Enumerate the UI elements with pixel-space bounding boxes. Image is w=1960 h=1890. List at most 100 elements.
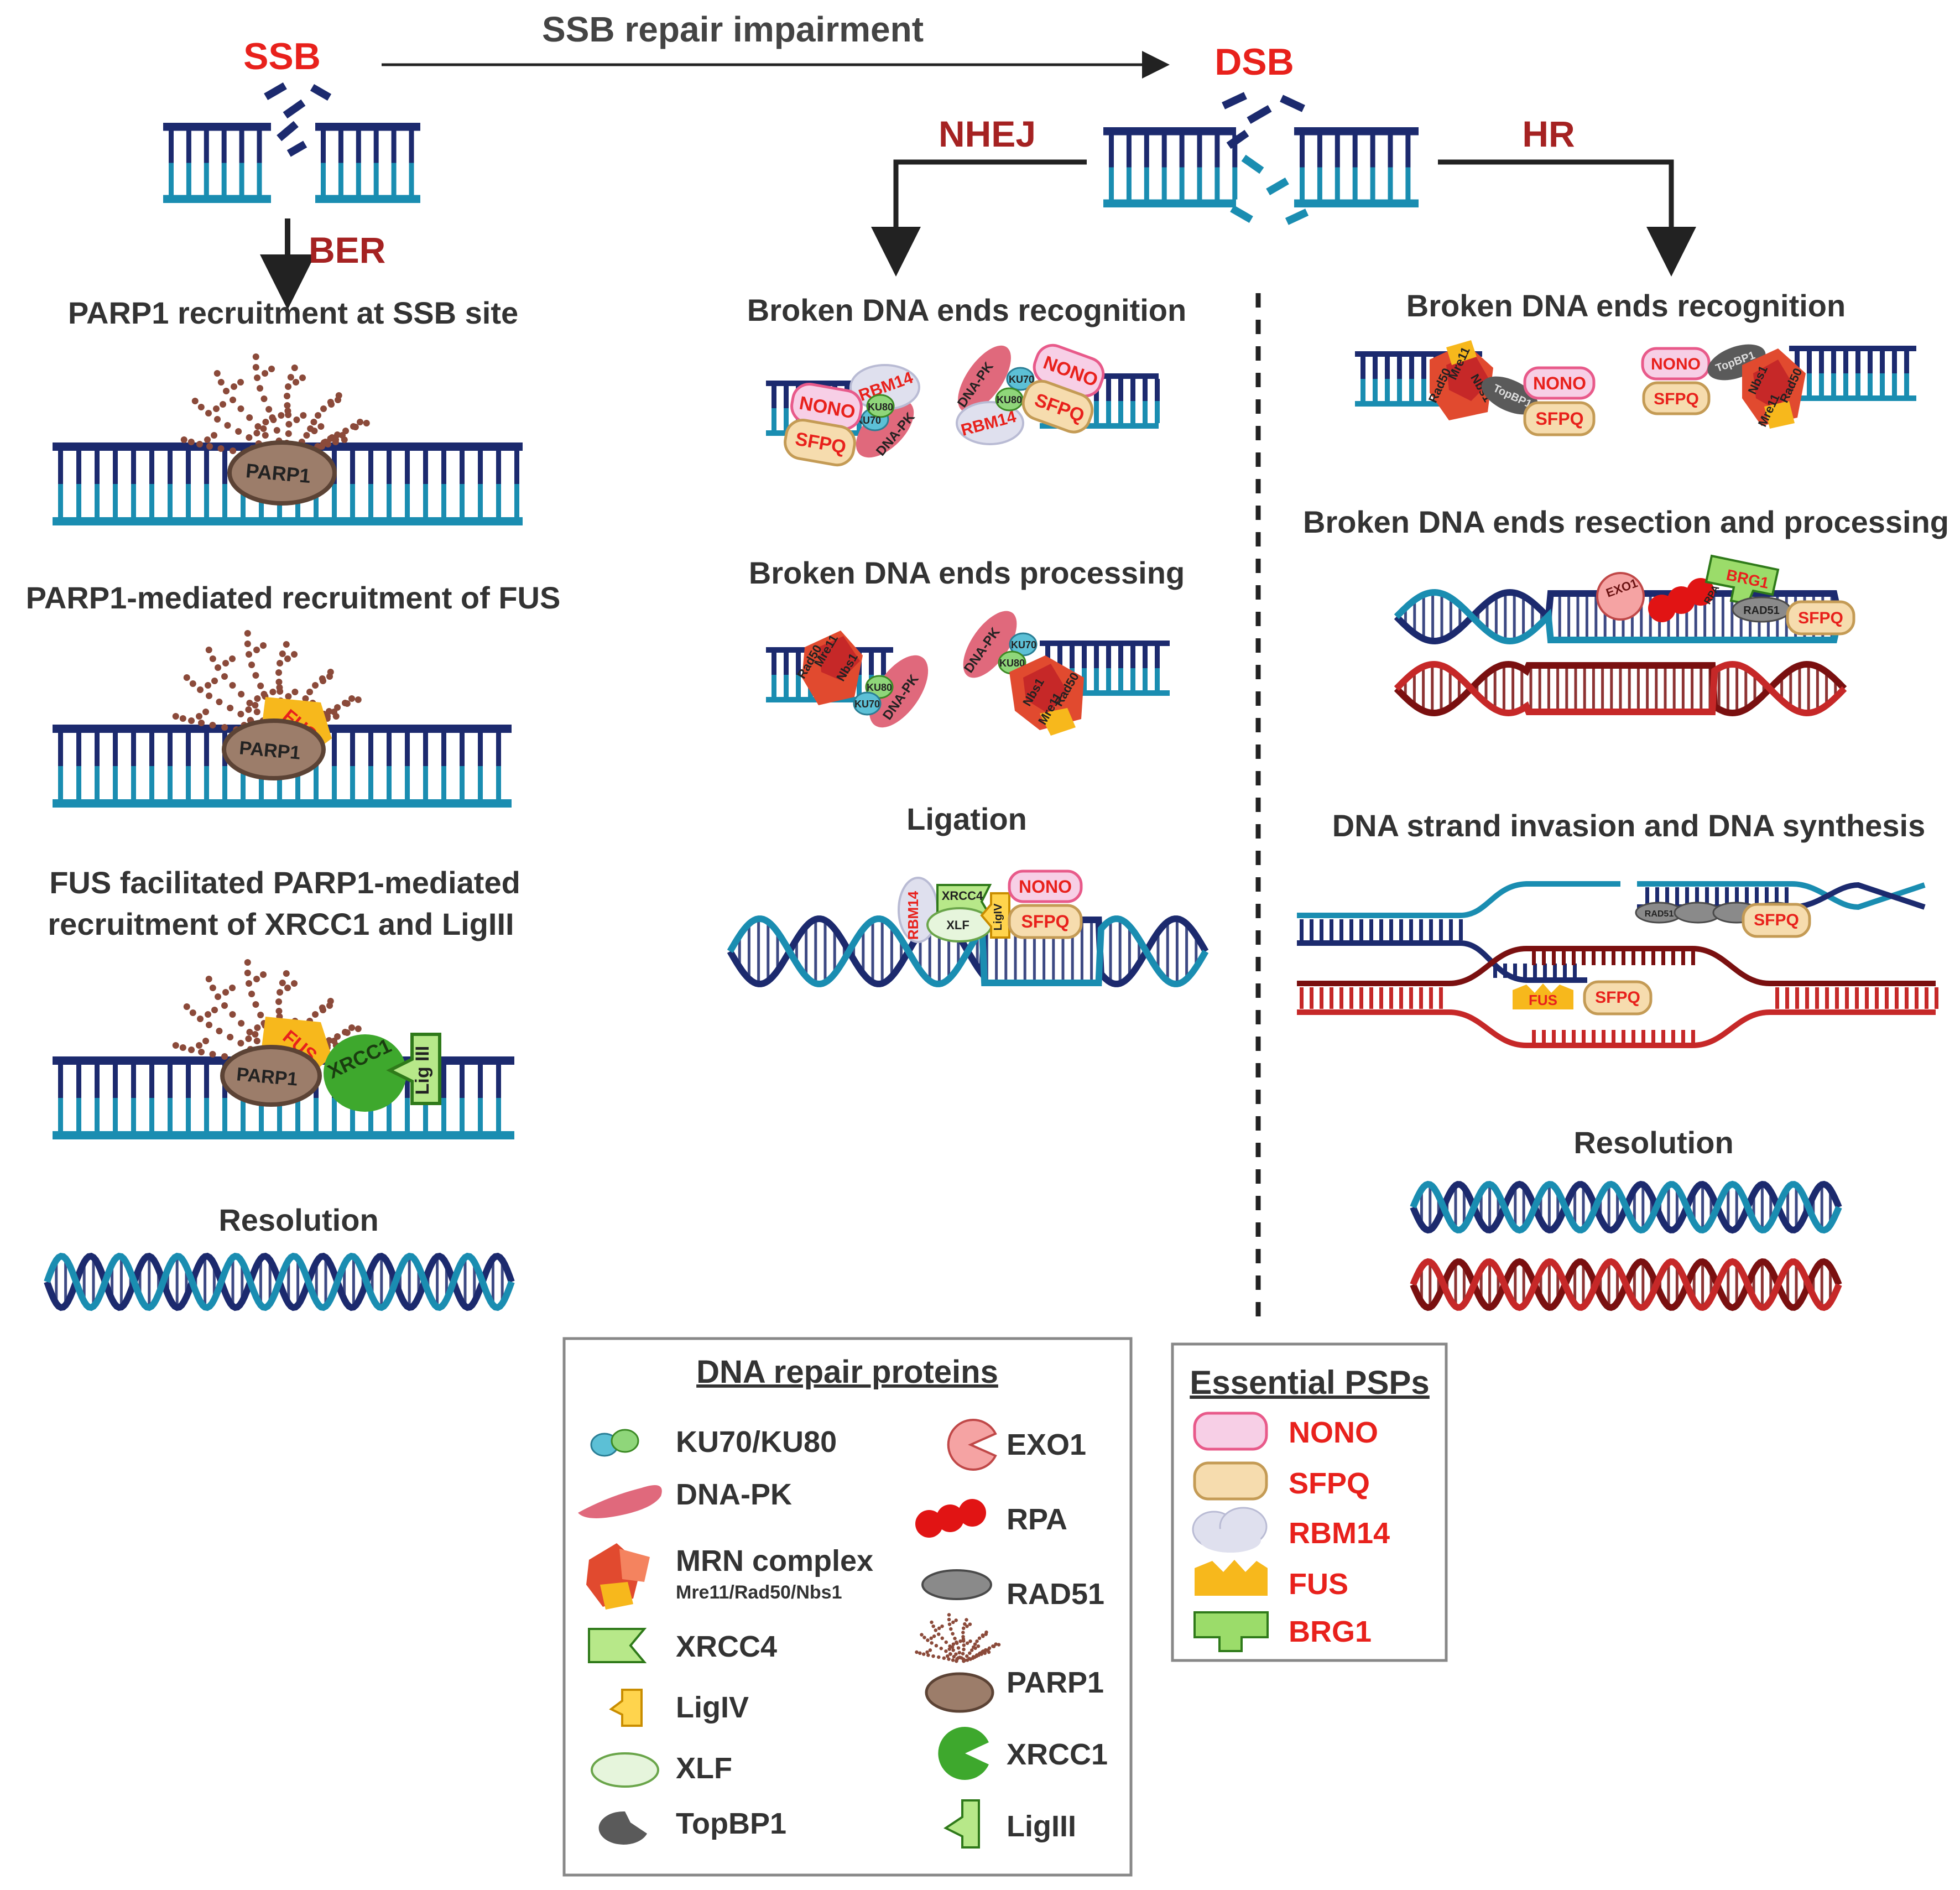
legend-psp-title: Essential PSPs xyxy=(1190,1364,1430,1401)
ber-resolution-helix xyxy=(44,1252,515,1311)
ku70-label: KU70 xyxy=(854,699,880,710)
legend-exo1: EXO1 xyxy=(1007,1428,1086,1461)
legend-rpa: RPA xyxy=(1007,1503,1067,1536)
legend-mrn: MRN complex xyxy=(676,1544,873,1577)
hr-arrow xyxy=(1438,159,1696,277)
parp1-icon-body xyxy=(925,1672,994,1713)
hr-step3-title: DNA strand invasion and DNA synthesis xyxy=(1332,808,1926,843)
ber-step3-parp1: PARP1 xyxy=(220,1045,322,1107)
hr-step1-right-dna xyxy=(1789,346,1916,401)
legend-parp1: PARP1 xyxy=(1007,1666,1104,1699)
ku70-label: KU70 xyxy=(856,415,881,426)
legend-fus: FUS xyxy=(1289,1568,1348,1601)
rbm14-label: RBM14 xyxy=(905,891,921,940)
legend-nono: NONO xyxy=(1289,1416,1378,1449)
ber-label: BER xyxy=(309,230,385,270)
nhej-step1-left-complex: RBM14 KU80 KU70 DNA-PK NONO SFPQ xyxy=(784,364,920,467)
legend-sfpq: SFPQ xyxy=(1289,1467,1370,1500)
lig3-icon xyxy=(943,1799,980,1849)
rad51-label: RAD51 xyxy=(1645,909,1674,919)
ssb-dna xyxy=(163,123,420,203)
ber-step1-title: PARP1 recruitment at SSB site xyxy=(68,295,518,330)
hr-resolution-helix-red xyxy=(1410,1258,1842,1311)
nhej-step1-title: Broken DNA ends recognition xyxy=(747,293,1186,327)
parp1-label: PARP1 xyxy=(245,459,312,487)
legend-mrn-sub: Mre11/Rad50/Nbs1 xyxy=(676,1582,842,1603)
ku80-label: KU80 xyxy=(868,402,893,413)
sfpq-label: SFPQ xyxy=(1754,911,1799,929)
rbm14-icon xyxy=(1192,1507,1268,1553)
ku80-label: KU80 xyxy=(997,394,1022,405)
ssb-fragments xyxy=(264,82,332,157)
hr-step1-title: Broken DNA ends recognition xyxy=(1406,288,1846,323)
legend-xlf: XLF xyxy=(676,1752,732,1785)
hr-step4-title: Resolution xyxy=(1573,1125,1733,1160)
rad51-label: RAD51 xyxy=(1743,605,1780,617)
nono-label: NONO xyxy=(1651,355,1701,373)
hr-step2-complex: EXO1 RPA BRG1 RAD51 SFPQ xyxy=(1596,554,1855,636)
legend-xrcc1: XRCC1 xyxy=(1007,1738,1108,1771)
xlf-icon xyxy=(591,1752,659,1788)
xrcc4-label: XRCC4 xyxy=(942,889,983,903)
rpa-icon xyxy=(915,1499,986,1538)
legend-rbm14: RBM14 xyxy=(1289,1517,1390,1550)
sfpq-label: SFPQ xyxy=(1798,609,1843,627)
hr-step1-right-complex: NONO SFPQ TopBP1 Nbs1 Mre11 Rad50 xyxy=(1641,344,1806,429)
xrcc1-icon xyxy=(938,1727,989,1780)
legend-psps: Essential PSPs NONO SFPQ RBM14 FUS BRG1 xyxy=(1171,1342,1448,1662)
legend-dnapk: DNA-PK xyxy=(676,1478,792,1511)
nhej-ligation-complex: RBM14 XRCC4 XLF LigIV NONO SFPQ xyxy=(898,869,1083,943)
fus-shape xyxy=(1513,983,1573,1009)
xlf-label: XLF xyxy=(946,918,969,932)
hr-step1-left-complex: Mre11 Rad50 Nbs1 TopBP1 NONO SFPQ xyxy=(1426,340,1596,436)
dsb-fragments xyxy=(1222,92,1309,225)
lig4-icon xyxy=(609,1689,643,1727)
ssb-label: SSB xyxy=(243,35,321,77)
parp1-icon xyxy=(915,1613,1001,1663)
mrn-icon xyxy=(586,1543,650,1610)
nhej-arrow xyxy=(871,159,1087,277)
xrcc4-icon xyxy=(588,1628,647,1663)
hr-step2-bottom-helix xyxy=(1394,660,1847,717)
sfpq-label: SFPQ xyxy=(1654,390,1699,408)
nhej-step2-left-complex: DNA-PK Mre11 Rad50 Nbs1 KU80 KU70 xyxy=(794,631,929,728)
hr-resolution-helix-blue xyxy=(1410,1180,1842,1234)
fus-label: FUS xyxy=(1529,992,1557,1008)
nono-icon xyxy=(1193,1412,1268,1451)
ku-icon xyxy=(590,1429,639,1457)
brg1-icon xyxy=(1193,1611,1269,1652)
ku80-label: KU80 xyxy=(999,658,1025,669)
legend-ku: KU70/KU80 xyxy=(676,1425,837,1459)
ber-step3-title-line1: FUS facilitated PARP1-mediated xyxy=(49,865,520,900)
nhej-step1-right-complex: DNA-PK RBM14 KU70 KU80 NONO SFPQ xyxy=(955,343,1105,445)
sfpq-icon xyxy=(1193,1461,1268,1501)
legend-topbp1: TopBP1 xyxy=(676,1807,786,1840)
legend-lig3: LigIII xyxy=(1007,1810,1076,1843)
exo1-icon xyxy=(947,1419,997,1471)
hr-step2-title: Broken DNA ends resection and processing xyxy=(1303,504,1949,539)
sfpq-label: SFPQ xyxy=(1595,988,1640,1007)
ku80-label: KU80 xyxy=(867,682,892,693)
nono-label: NONO xyxy=(1533,373,1586,393)
nhej-step2-title: Broken DNA ends processing xyxy=(749,555,1185,590)
legend-brg1: BRG1 xyxy=(1289,1615,1372,1648)
rad51-icon xyxy=(921,1569,992,1600)
nono-label: NONO xyxy=(1019,877,1072,897)
topbp1-icon xyxy=(598,1811,647,1845)
sfpq-label: SFPQ xyxy=(1021,912,1069,931)
legend-repair-title: DNA repair proteins xyxy=(696,1354,998,1390)
impairment-label: SSB repair impairment xyxy=(542,9,924,49)
dnapk-icon xyxy=(578,1485,662,1518)
exo1-shape xyxy=(1596,572,1645,621)
ber-step1-parp1: PARP1 xyxy=(227,440,337,506)
nhej-step2-right-complex: DNA-PK KU70 KU80 Nbs1 Mre11 Rad50 xyxy=(961,611,1084,736)
dsb-dna xyxy=(1103,127,1419,207)
dsb-label: DSB xyxy=(1214,41,1294,83)
lig4-shape xyxy=(980,892,1010,939)
legend-rad51: RAD51 xyxy=(1007,1577,1104,1611)
lig4-label: LigIV xyxy=(992,903,1004,931)
legend-lig4: LigIV xyxy=(676,1691,749,1724)
nhej-label: NHEJ xyxy=(939,113,1036,154)
lig3-label: Lig III xyxy=(412,1046,433,1095)
